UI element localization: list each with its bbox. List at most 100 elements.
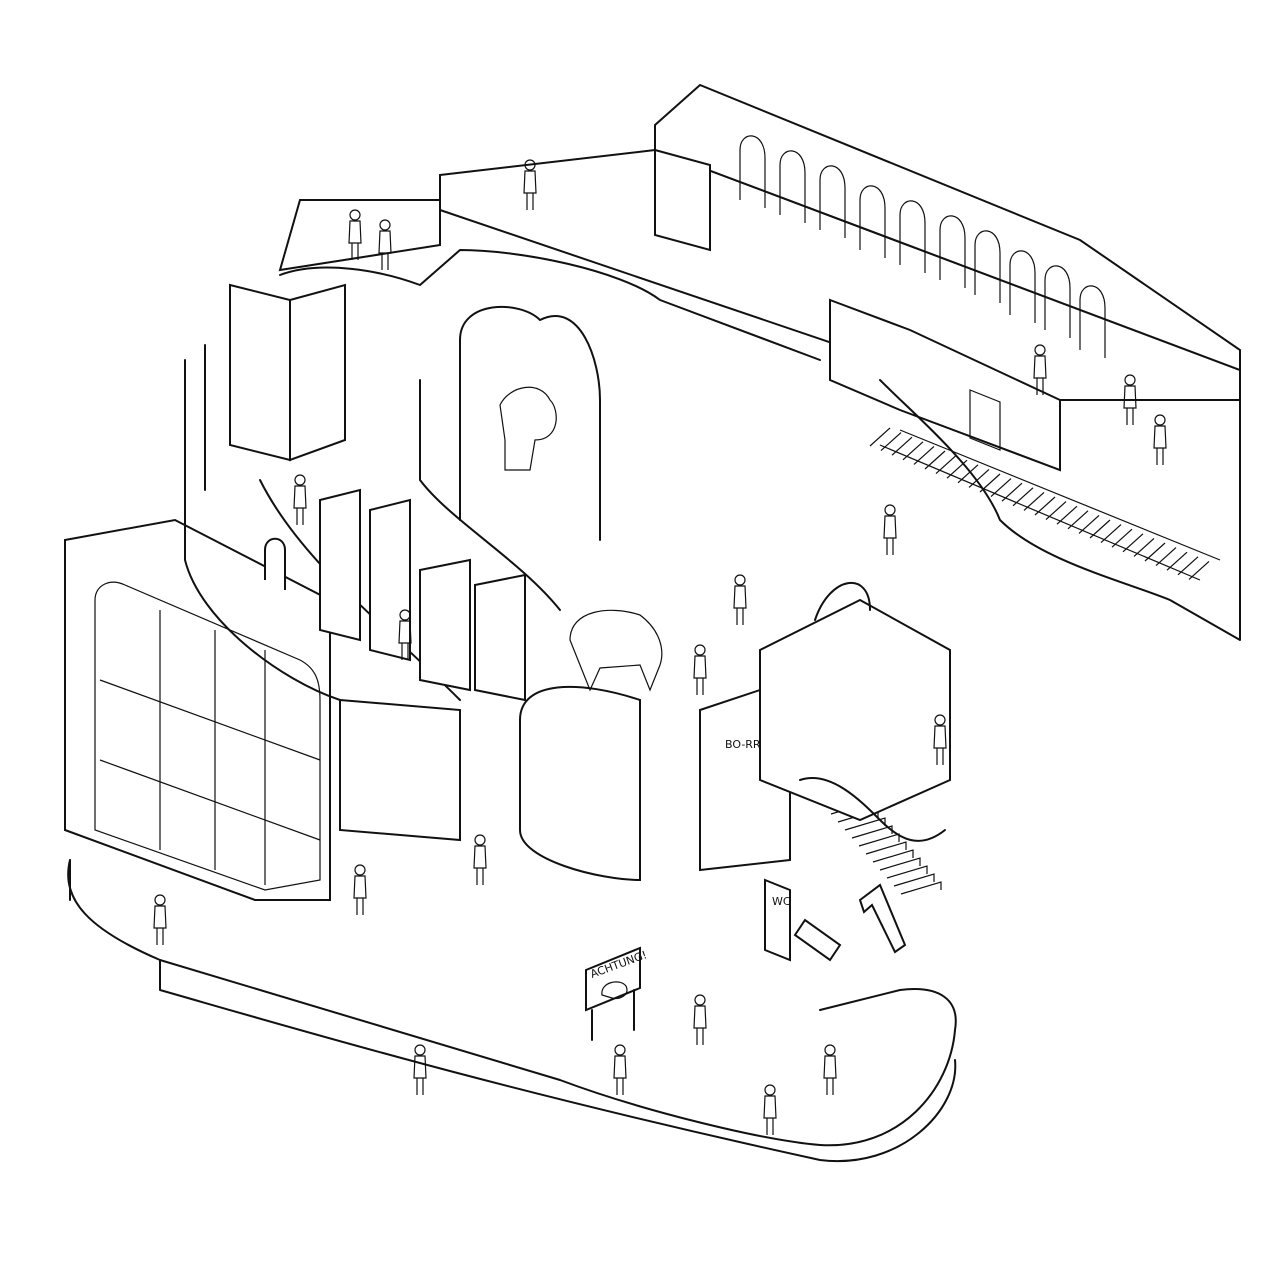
elephant-room-arch	[459, 305, 601, 541]
stair-step	[858, 833, 900, 847]
central-wall	[339, 698, 461, 842]
person-figure	[413, 1044, 427, 1095]
person-figure	[398, 609, 412, 660]
arch-window	[899, 200, 926, 273]
arch-window	[739, 135, 766, 208]
railway-sleeper	[1100, 524, 1122, 544]
person-figure	[1033, 344, 1047, 395]
restroom-door	[764, 878, 791, 962]
railway-sleeper	[1034, 496, 1056, 516]
railway-sleeper	[957, 464, 979, 484]
direction-arrow	[858, 883, 907, 954]
stair-step	[851, 825, 893, 839]
railway-sleeper	[880, 432, 902, 452]
railway-sleeper	[1155, 547, 1177, 567]
person-figure	[883, 504, 897, 555]
railway-sleeper	[891, 436, 913, 456]
person-figure	[693, 994, 707, 1045]
railway-sleeper	[1001, 482, 1023, 502]
stair-step	[886, 865, 928, 879]
restroom-sign: WC	[772, 895, 791, 908]
person-figure	[1123, 374, 1137, 425]
person-figure	[733, 574, 747, 625]
railway-sleeper	[935, 455, 957, 475]
person-figure	[353, 864, 367, 915]
person-figure	[933, 714, 947, 765]
railway-sleeper	[990, 478, 1012, 498]
stair-step	[844, 817, 886, 831]
railway-sleeper	[1089, 519, 1111, 539]
warning-sign: ACHTUNG!	[585, 946, 649, 1041]
railway-sleeper	[924, 450, 946, 470]
upper-left-terrace	[278, 199, 441, 272]
arch-window	[1009, 250, 1036, 323]
person-figure	[613, 1044, 627, 1095]
middle-level-outer-wall	[184, 344, 341, 701]
stair-step	[865, 841, 907, 855]
person-figure	[1153, 414, 1167, 465]
arch-window	[1079, 285, 1106, 358]
arch-window	[939, 215, 966, 288]
arch-window	[819, 165, 846, 238]
upper-curved-wall	[279, 249, 821, 361]
people	[153, 159, 1167, 1135]
railway-sleeper	[1045, 501, 1067, 521]
arch-window	[779, 150, 806, 223]
tower-side	[289, 283, 346, 462]
railway-sleeper	[1122, 533, 1144, 553]
elephant-lower	[569, 609, 663, 692]
person-figure	[293, 474, 307, 525]
person-figure	[378, 219, 392, 270]
chimney	[264, 537, 286, 590]
railway-sleeper	[1056, 505, 1078, 525]
railway-sleeper	[1133, 537, 1155, 557]
railway-sleeper	[968, 468, 990, 488]
rail	[879, 444, 1201, 581]
person-figure	[763, 1084, 777, 1135]
railway-sleeper	[1188, 560, 1210, 580]
railway-sleeper	[902, 441, 924, 461]
direction-arrow-left	[793, 918, 842, 962]
train	[829, 298, 1061, 472]
railway-sleeper	[1144, 542, 1166, 562]
rounded-wall	[519, 685, 641, 882]
railway-sleeper	[1166, 551, 1188, 571]
stair-step	[893, 873, 935, 887]
railway-sleeper	[1067, 510, 1089, 530]
arch-window	[859, 185, 886, 258]
railway-sleeper	[869, 427, 891, 447]
apartment-block	[64, 518, 331, 901]
railway-sleeper	[1111, 528, 1133, 548]
railway-sleeper	[946, 459, 968, 479]
elephant-icon	[601, 981, 628, 1000]
arch-window	[1044, 265, 1071, 338]
railway-sleeper	[1023, 491, 1045, 511]
person-figure	[153, 894, 167, 945]
left-tower	[229, 283, 291, 462]
person-figure	[693, 644, 707, 695]
rock-cutaway	[879, 369, 1241, 641]
stair-step	[872, 849, 914, 863]
apartment-floors	[99, 610, 321, 885]
bar-sign: BO-RR	[725, 738, 761, 751]
train-door	[969, 389, 1001, 451]
railway-sleeper	[1012, 487, 1034, 507]
partition-walls	[319, 488, 526, 702]
arch-window	[974, 230, 1001, 303]
person-figure	[473, 834, 487, 885]
stair-step	[879, 857, 921, 871]
railway-sleeper	[1177, 556, 1199, 576]
person-figure	[823, 1044, 837, 1095]
stair-step	[900, 881, 942, 895]
railway-sleeper	[913, 445, 935, 465]
station-arches	[739, 135, 1106, 358]
lower-floor-slab	[67, 859, 957, 1147]
lower-floor-edge	[69, 859, 957, 1163]
railway-sleeper	[1078, 514, 1100, 534]
apartment-cutaway	[94, 581, 321, 891]
person-figure	[348, 209, 362, 260]
person-figure	[523, 159, 537, 210]
curved-walkway	[799, 582, 946, 842]
